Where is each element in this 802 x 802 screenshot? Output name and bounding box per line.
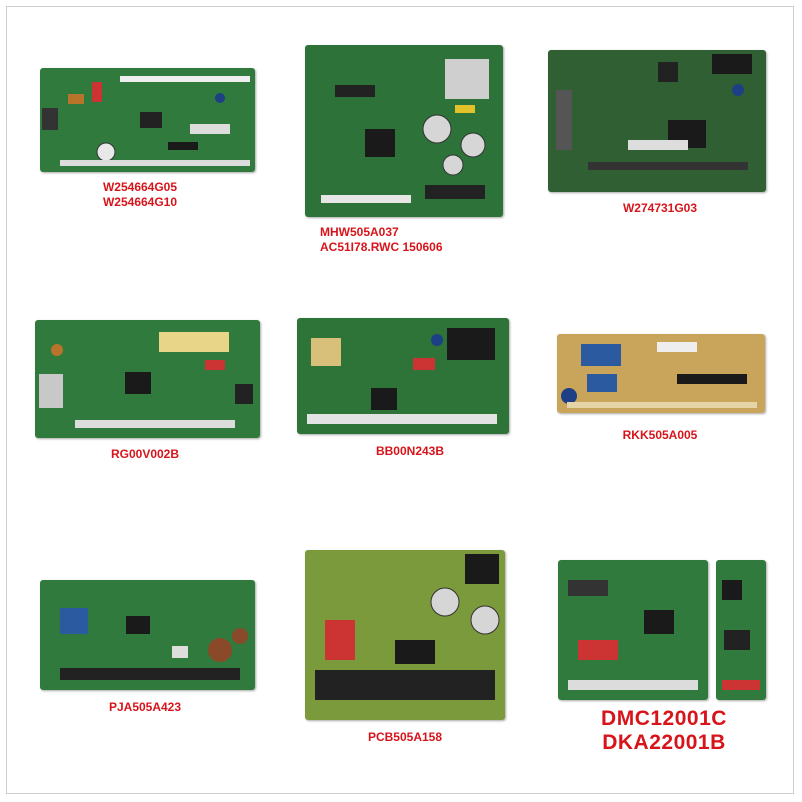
- product-code-6: RKK505A005: [622, 428, 698, 442]
- product-code-4: RG00V002B: [110, 447, 180, 461]
- pcb-photo-7: [40, 580, 255, 690]
- pcb-photo-9: [558, 560, 708, 700]
- product-code-8: PCB505A158: [367, 730, 443, 744]
- pcb-photo-6: [557, 334, 765, 413]
- product-code-9: DMC12001C DKA22001B: [601, 707, 727, 754]
- pcb-photo-1: [40, 68, 255, 172]
- product-code-2: MHW505A037 AC51I78.RWC 150606: [320, 225, 443, 254]
- product-code-5: BB00N243B: [375, 444, 445, 458]
- pcb-photo-3: [548, 50, 766, 192]
- product-code-1: W254664G05 W254664G10: [102, 180, 178, 209]
- pcb-photo-8: [305, 550, 505, 720]
- product-code-7: PJA505A423: [108, 700, 182, 714]
- pcb-photo-2: [305, 45, 503, 217]
- pcb-photo-4: [35, 320, 260, 438]
- pcb-photo-5: [297, 318, 509, 434]
- pcb-photo-9b: [716, 560, 766, 700]
- grid-frame: [6, 6, 794, 794]
- product-code-3: W274731G03: [622, 201, 698, 215]
